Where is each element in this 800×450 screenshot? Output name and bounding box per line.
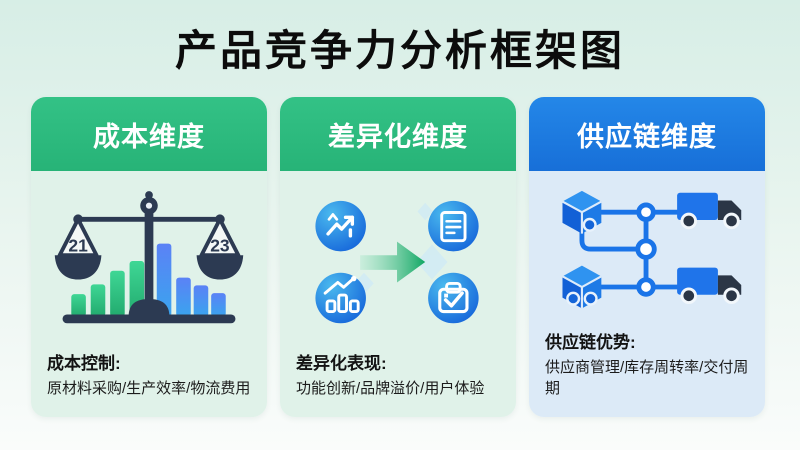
card-cost-text: 成本控制: 原材料采购/生产效率/物流费用: [31, 349, 267, 417]
card-differentiation-header-label: 差异化维度: [328, 121, 468, 152]
card-cost-label: 成本控制:: [47, 354, 121, 374]
arrow-right-icon: [360, 241, 426, 283]
card-differentiation-description: 功能创新/品牌溢价/用户体验: [296, 380, 485, 398]
cards-row: 成本维度: [0, 97, 800, 418]
infographic-page: 产品竞争力分析框架图 成本维度: [0, 27, 800, 418]
differentiation-graphic: [315, 200, 479, 323]
package-box-icon-top: [561, 190, 602, 234]
card-differentiation-icon-area: [280, 171, 516, 349]
card-supply-chain-header: 供应链维度: [529, 97, 765, 172]
card-supply-chain-dimension: 供应链维度: [529, 97, 765, 418]
card-supply-chain-icon-area: [529, 171, 765, 327]
truck-icon-bottom: [677, 267, 742, 304]
card-cost-body: 21 23 成本控制: 原材料采购/生产效率/物流费用: [31, 171, 267, 418]
card-cost-header: 成本维度: [31, 97, 267, 172]
card-cost-header-label: 成本维度: [93, 121, 205, 152]
balance-scale-chart-graphic: 21 23: [54, 191, 244, 324]
card-differentiation-body: 差异化表现: 功能创新/品牌溢价/用户体验: [280, 171, 516, 418]
card-supply-chain-description: 供应商管理/库存周转率/交付周期: [545, 358, 749, 398]
package-box-icon-bottom: [561, 265, 602, 308]
clipboard-check-icon: [438, 281, 469, 313]
sparkle-diamond-icons: [354, 202, 448, 294]
network-node-icons: [635, 202, 657, 297]
card-cost-dimension: 成本维度: [31, 97, 267, 418]
supply-chain-graphic: [561, 190, 742, 308]
card-differentiation-dimension: 差异化维度: [280, 97, 516, 418]
bar-chart-growth-icon: [323, 275, 360, 313]
card-differentiation-text: 差异化表现: 功能创新/品牌溢价/用户体验: [280, 349, 516, 417]
card-cost-icon-area: 21 23: [31, 171, 267, 349]
blue-bars-icon: [156, 243, 226, 317]
balance-scale-icon: 21 23: [54, 191, 244, 324]
document-icon: [440, 210, 467, 242]
scale-left-value: 21: [68, 236, 88, 256]
card-supply-chain-header-label: 供应链维度: [577, 121, 717, 152]
card-supply-chain-label: 供应链优势:: [545, 332, 636, 352]
truck-icon-top: [677, 192, 742, 229]
page-title: 产品竞争力分析框架图: [174, 27, 625, 74]
card-differentiation-label: 差异化表现:: [296, 354, 387, 374]
card-supply-chain-body: 供应链优势: 供应商管理/库存周转率/交付周期: [529, 171, 765, 418]
card-supply-chain-text: 供应链优势: 供应商管理/库存周转率/交付周期: [529, 328, 765, 418]
scale-right-value: 23: [210, 236, 230, 256]
card-differentiation-header: 差异化维度: [280, 97, 516, 172]
card-cost-description: 原材料采购/生产效率/物流费用: [47, 380, 251, 398]
trend-line-icon: [326, 212, 355, 238]
